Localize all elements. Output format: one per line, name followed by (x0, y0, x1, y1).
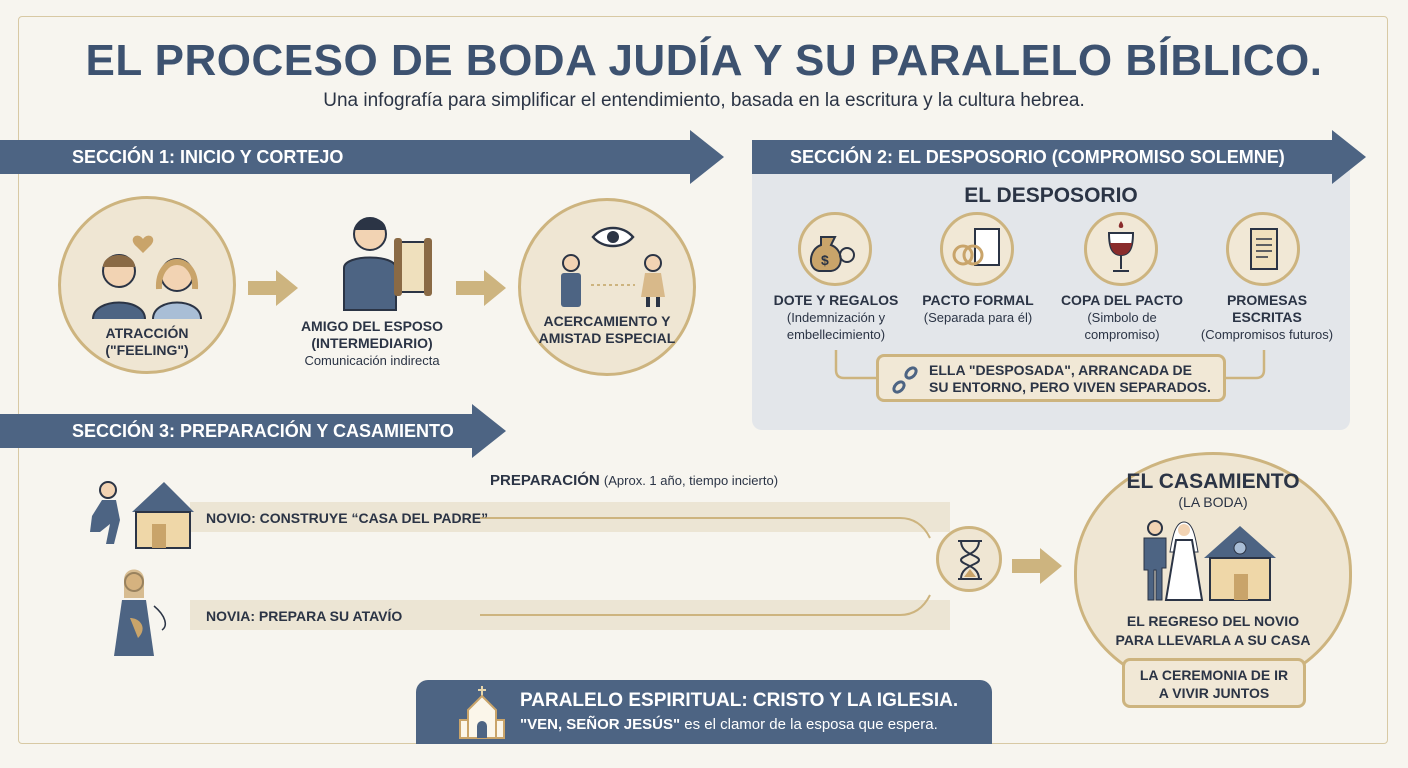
note-line: SU ENTORNO, PERO VIVEN SEPARADOS. (929, 379, 1211, 395)
wedding-title: EL CASAMIENTO (1126, 470, 1300, 493)
item-desc: (Simbolo de compromiso) (1084, 310, 1160, 342)
step-subtitle: ("FEELING") (105, 342, 189, 358)
bracket-line (834, 350, 1266, 380)
note-line: ELLA "DESPOSADA", ARRANCADA DE (929, 362, 1192, 378)
hourglass-icon (958, 540, 982, 580)
arrow-right-icon (1012, 548, 1062, 584)
eye-and-people-icon (561, 226, 665, 307)
attraction-circle: ATRACCIÓN("FEELING") (58, 196, 236, 374)
footer-quote: "VEN, SEÑOR JESÚS" (520, 716, 681, 733)
section1-label: SECCIÓN 1: INICIO Y CORTEJO (72, 147, 344, 167)
spiritual-parallel-banner: PARALELO ESPIRITUAL: CRISTO Y LA IGLESIA… (416, 680, 992, 744)
footer-title: PARALELO ESPIRITUAL: CRISTO Y LA IGLESIA… (520, 690, 959, 711)
step-note: Comunicación indirecta (304, 353, 440, 368)
section2-label: SECCIÓN 2: EL DESPOSORIO (COMPROMISO SOL… (790, 147, 1285, 167)
ceremony-note: LA CEREMONIA DE IR A VIVIR JUNTOS (1122, 658, 1306, 708)
section3-label: SECCIÓN 3: PREPARACIÓN Y CASAMIENTO (72, 421, 454, 441)
groom-task: NOVIO: CONSTRUYE “CASA DEL PADRE” (206, 510, 489, 526)
wedding-subtitle: (LA BODA) (1178, 494, 1248, 510)
wedding-line: EL REGRESO DEL NOVIO (1126, 613, 1300, 629)
section1-banner: SECCIÓN 1: INICIO Y CORTEJO (0, 130, 724, 184)
item-title: PACTO FORMAL (922, 292, 1034, 308)
wedding-line: PARA LLEVARLA A SU CASA (1115, 632, 1311, 648)
page-title: EL PROCESO DE BODA JUDÍA Y SU PARALELO B… (85, 36, 1323, 85)
prep-note: (Aprox. 1 año, tiempo incierto) (603, 473, 779, 488)
item-desc: (Compromisos futuros) (1200, 327, 1334, 342)
preparation-label: PREPARACIÓN (Aprox. 1 año, tiempo incier… (490, 472, 778, 489)
arrow-right-icon (248, 270, 298, 306)
prep-title: PREPARACIÓN (490, 472, 600, 489)
step-title: ACERCAMIENTO Y (543, 313, 671, 329)
svg-text:$: $ (821, 252, 829, 268)
page-subtitle: Una infografía para simplificar el enten… (323, 90, 1085, 111)
item-title: PROMESAS ESCRITAS (1226, 292, 1308, 325)
church-icon (459, 686, 505, 739)
builder-house-icon (90, 481, 194, 549)
item-desc: (Indemnización y embellecimiento) (786, 310, 886, 342)
section2-banner: SECCIÓN 2: EL DESPOSORIO (COMPROMISO SOL… (752, 130, 1366, 184)
note-line: LA CEREMONIA DE IR (1139, 667, 1289, 683)
progress-lines (480, 517, 931, 616)
note-line: A VIVIR JUNTOS (1158, 685, 1270, 701)
wine-cup-icon (1084, 212, 1158, 286)
item-title: DOTE Y REGALOS (773, 292, 899, 308)
couple-icon (92, 235, 202, 319)
betrothal-heading: EL DESPOSORIO (964, 184, 1138, 207)
item-desc: (Separada para él) (923, 310, 1033, 325)
item-title: COPA DEL PACTO (1060, 292, 1184, 308)
money-bag-icon: $ (798, 212, 872, 286)
rings-contract-icon (940, 212, 1014, 286)
friend-of-groom-icon (343, 217, 432, 311)
section3-banner: SECCIÓN 3: PREPARACIÓN Y CASAMIENTO (0, 404, 506, 458)
step-title: AMIGO DEL ESPOSO (300, 318, 444, 334)
broken-chain-icon (892, 366, 918, 394)
bride-sewing-icon (114, 569, 167, 656)
bride-groom-house-icon (1143, 520, 1276, 601)
step-subtitle: (INTERMEDIARIO) (311, 335, 433, 351)
footer-text: es el clamor de la esposa que espera. (680, 716, 938, 733)
bride-task: NOVIA: PREPARA SU ATAVÍO (206, 608, 403, 624)
step-title: ATRACCIÓN (105, 325, 189, 341)
hourglass-circle (936, 526, 1002, 592)
arrow-right-icon (456, 270, 506, 306)
scroll-icon (1226, 212, 1300, 286)
step-subtitle: AMISTAD ESPECIAL (538, 330, 676, 346)
